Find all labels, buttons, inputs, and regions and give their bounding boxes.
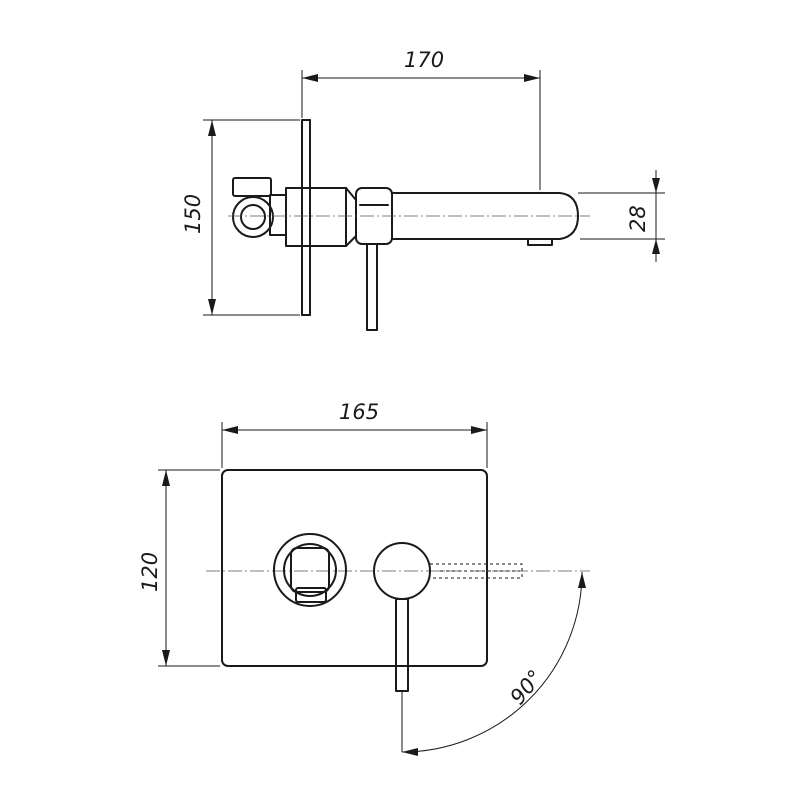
side-view: 170 150 28 [181, 48, 665, 331]
rear-valve-knob [232, 177, 287, 238]
dimension-28: 28 [578, 170, 665, 262]
dimension-120: 120 [138, 469, 220, 667]
valve-body [285, 187, 357, 247]
dimension-150: 150 [181, 119, 300, 316]
wall-plate [301, 119, 311, 316]
dimension-90-label: 90° [505, 665, 547, 709]
dimension-28-label: 28 [626, 205, 650, 232]
mixer-lever-rotated [429, 563, 523, 579]
mixer-lever-down [395, 598, 409, 692]
dimension-170: 170 [301, 48, 541, 190]
dimension-165-label: 165 [339, 400, 379, 424]
dimension-165: 165 [221, 400, 488, 468]
dimension-90-degrees: 90° [401, 571, 586, 756]
dimension-170-label: 170 [404, 48, 444, 72]
mixer-lever [366, 243, 378, 331]
cover-plate [221, 469, 488, 667]
front-view: 165 120 90° [138, 400, 590, 756]
dimension-150-label: 150 [181, 194, 205, 234]
spout [391, 192, 579, 246]
diverter-knob [273, 533, 347, 607]
dimension-120-label: 120 [138, 552, 162, 592]
